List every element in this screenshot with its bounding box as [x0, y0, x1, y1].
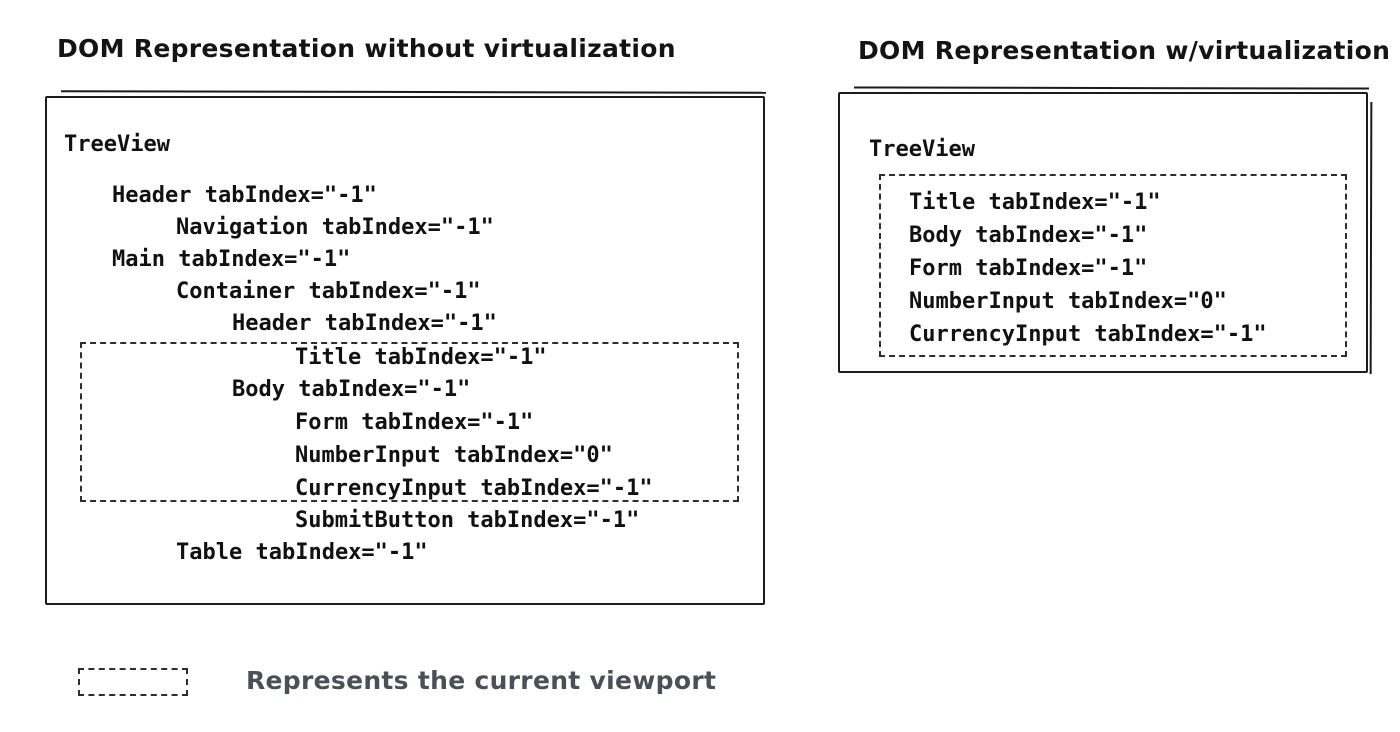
tree-item-header: Header tabIndex="-1" — [112, 183, 377, 208]
tree-item-form-virtual: Form tabIndex="-1" — [909, 256, 1148, 281]
tree-item-main: Main tabIndex="-1" — [112, 247, 351, 272]
tree-item-submitbutton: SubmitButton tabIndex="-1" — [295, 508, 640, 533]
tree-item-form: Form tabIndex="-1" — [295, 410, 534, 435]
viewport-legend-swatch — [78, 668, 188, 696]
tree-item-treeview-virtual: TreeView — [869, 137, 975, 162]
tree-item-title: Title tabIndex="-1" — [295, 345, 547, 370]
tree-item-treeview: TreeView — [64, 132, 170, 157]
tree-item-numberinput-virtual: NumberInput tabIndex="0" — [909, 289, 1227, 314]
dom-box-without-virtualization: TreeView Header tabIndex="-1" Navigation… — [45, 90, 767, 605]
legend-label: Represents the current viewport — [246, 665, 717, 695]
tree-item-header-inner: Header tabIndex="-1" — [232, 311, 497, 336]
dom-box-with-virtualization: TreeView Title tabIndex="-1" Body tabInd… — [838, 86, 1373, 375]
viewport-dashed-box-right: Title tabIndex="-1" Body tabIndex="-1" F… — [879, 174, 1347, 357]
tree-item-container: Container tabIndex="-1" — [176, 279, 481, 304]
right-panel-title: DOM Representation w/virtualization — [858, 36, 1391, 65]
sketch-stroke — [1369, 101, 1373, 375]
sketch-stroke — [853, 86, 1370, 90]
sketch-stroke — [60, 90, 767, 94]
tree-item-numberinput: NumberInput tabIndex="0" — [295, 443, 613, 468]
tree-item-navigation: Navigation tabIndex="-1" — [176, 215, 494, 240]
tree-item-currencyinput-virtual: CurrencyInput tabIndex="-1" — [909, 322, 1267, 347]
tree-item-body-virtual: Body tabIndex="-1" — [909, 223, 1148, 248]
tree-item-table: Table tabIndex="-1" — [176, 540, 428, 565]
tree-item-currencyinput: CurrencyInput tabIndex="-1" — [295, 476, 653, 501]
legend: Represents the current viewport — [78, 664, 716, 696]
tree-item-body: Body tabIndex="-1" — [232, 377, 471, 402]
left-panel-title: DOM Representation without virtualizatio… — [57, 34, 676, 63]
tree-item-title-virtual: Title tabIndex="-1" — [909, 190, 1161, 215]
viewport-dashed-box-left — [80, 342, 739, 502]
